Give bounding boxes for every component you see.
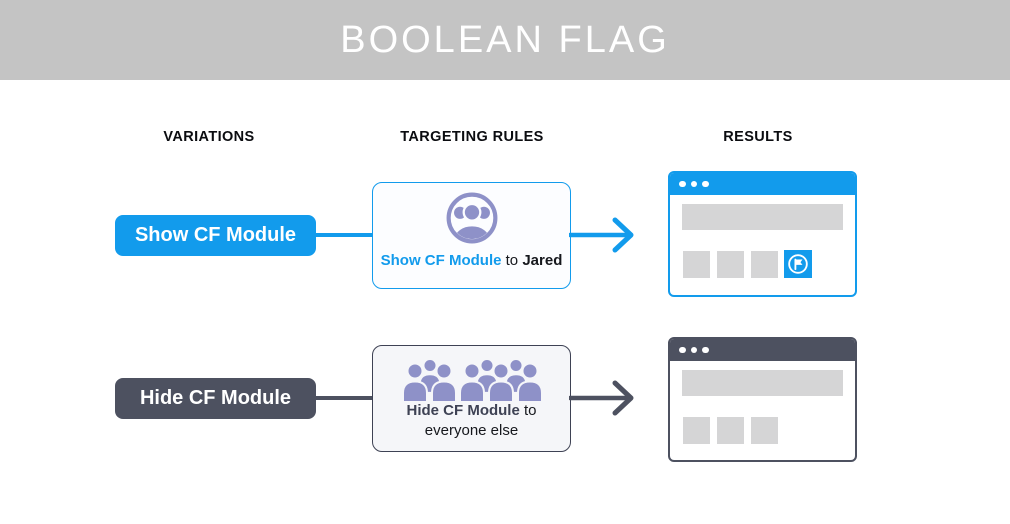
targeting-rule-card-show: Show CF Module to Jared	[372, 182, 571, 289]
column-label-variations: VARIATIONS	[163, 129, 255, 145]
targeting-rule-card-hide: Hide CF Module to everyone else	[372, 345, 571, 452]
window-dots-icon	[702, 346, 709, 354]
rule-connector: to	[505, 252, 519, 269]
window-dots-icon	[702, 180, 709, 188]
column-label-targeting-rules: TARGETING RULES	[400, 129, 544, 145]
window-titlebar	[670, 173, 855, 195]
content-placeholder-square	[751, 417, 778, 444]
connector-line	[314, 396, 374, 400]
content-placeholder-square	[751, 251, 778, 278]
header-banner: BOOLEAN FLAG	[0, 0, 1010, 80]
content-placeholder-square	[683, 417, 710, 444]
rule-audience: everyone else	[424, 422, 519, 439]
variation-pill-hide: Hide CF Module	[115, 378, 316, 419]
window-dots-icon	[679, 180, 686, 188]
window-dots-icon	[690, 180, 697, 188]
result-window-show	[668, 171, 857, 297]
variation-pill-show: Show CF Module	[115, 215, 316, 256]
window-titlebar	[670, 339, 855, 361]
content-placeholder-square	[683, 251, 710, 278]
rule-connector: to	[523, 402, 537, 419]
crowd-icon	[373, 359, 570, 401]
page-title: BOOLEAN FLAG	[340, 18, 670, 61]
arrow-right-icon	[567, 213, 651, 257]
rule-flag-name: Hide CF Module	[406, 402, 520, 419]
content-placeholder-banner	[682, 370, 843, 396]
content-placeholder-square	[717, 251, 744, 278]
column-label-results: RESULTS	[723, 129, 793, 145]
rule-text: Hide CF Module to	[373, 402, 570, 419]
flag-circle-icon	[788, 254, 808, 274]
user-circle-icon	[373, 191, 570, 245]
rule-audience: Jared	[522, 252, 563, 269]
content-placeholder-banner	[682, 204, 843, 230]
window-dots-icon	[679, 346, 686, 354]
arrow-right-icon	[567, 376, 651, 420]
result-window-hide	[668, 337, 857, 462]
content-placeholder-square	[717, 417, 744, 444]
window-dots-icon	[690, 346, 697, 354]
rule-text: Show CF Module to Jared	[373, 252, 570, 269]
rule-flag-name: Show CF Module	[380, 252, 502, 269]
connector-line	[314, 233, 374, 237]
cf-module-tile	[784, 250, 812, 278]
